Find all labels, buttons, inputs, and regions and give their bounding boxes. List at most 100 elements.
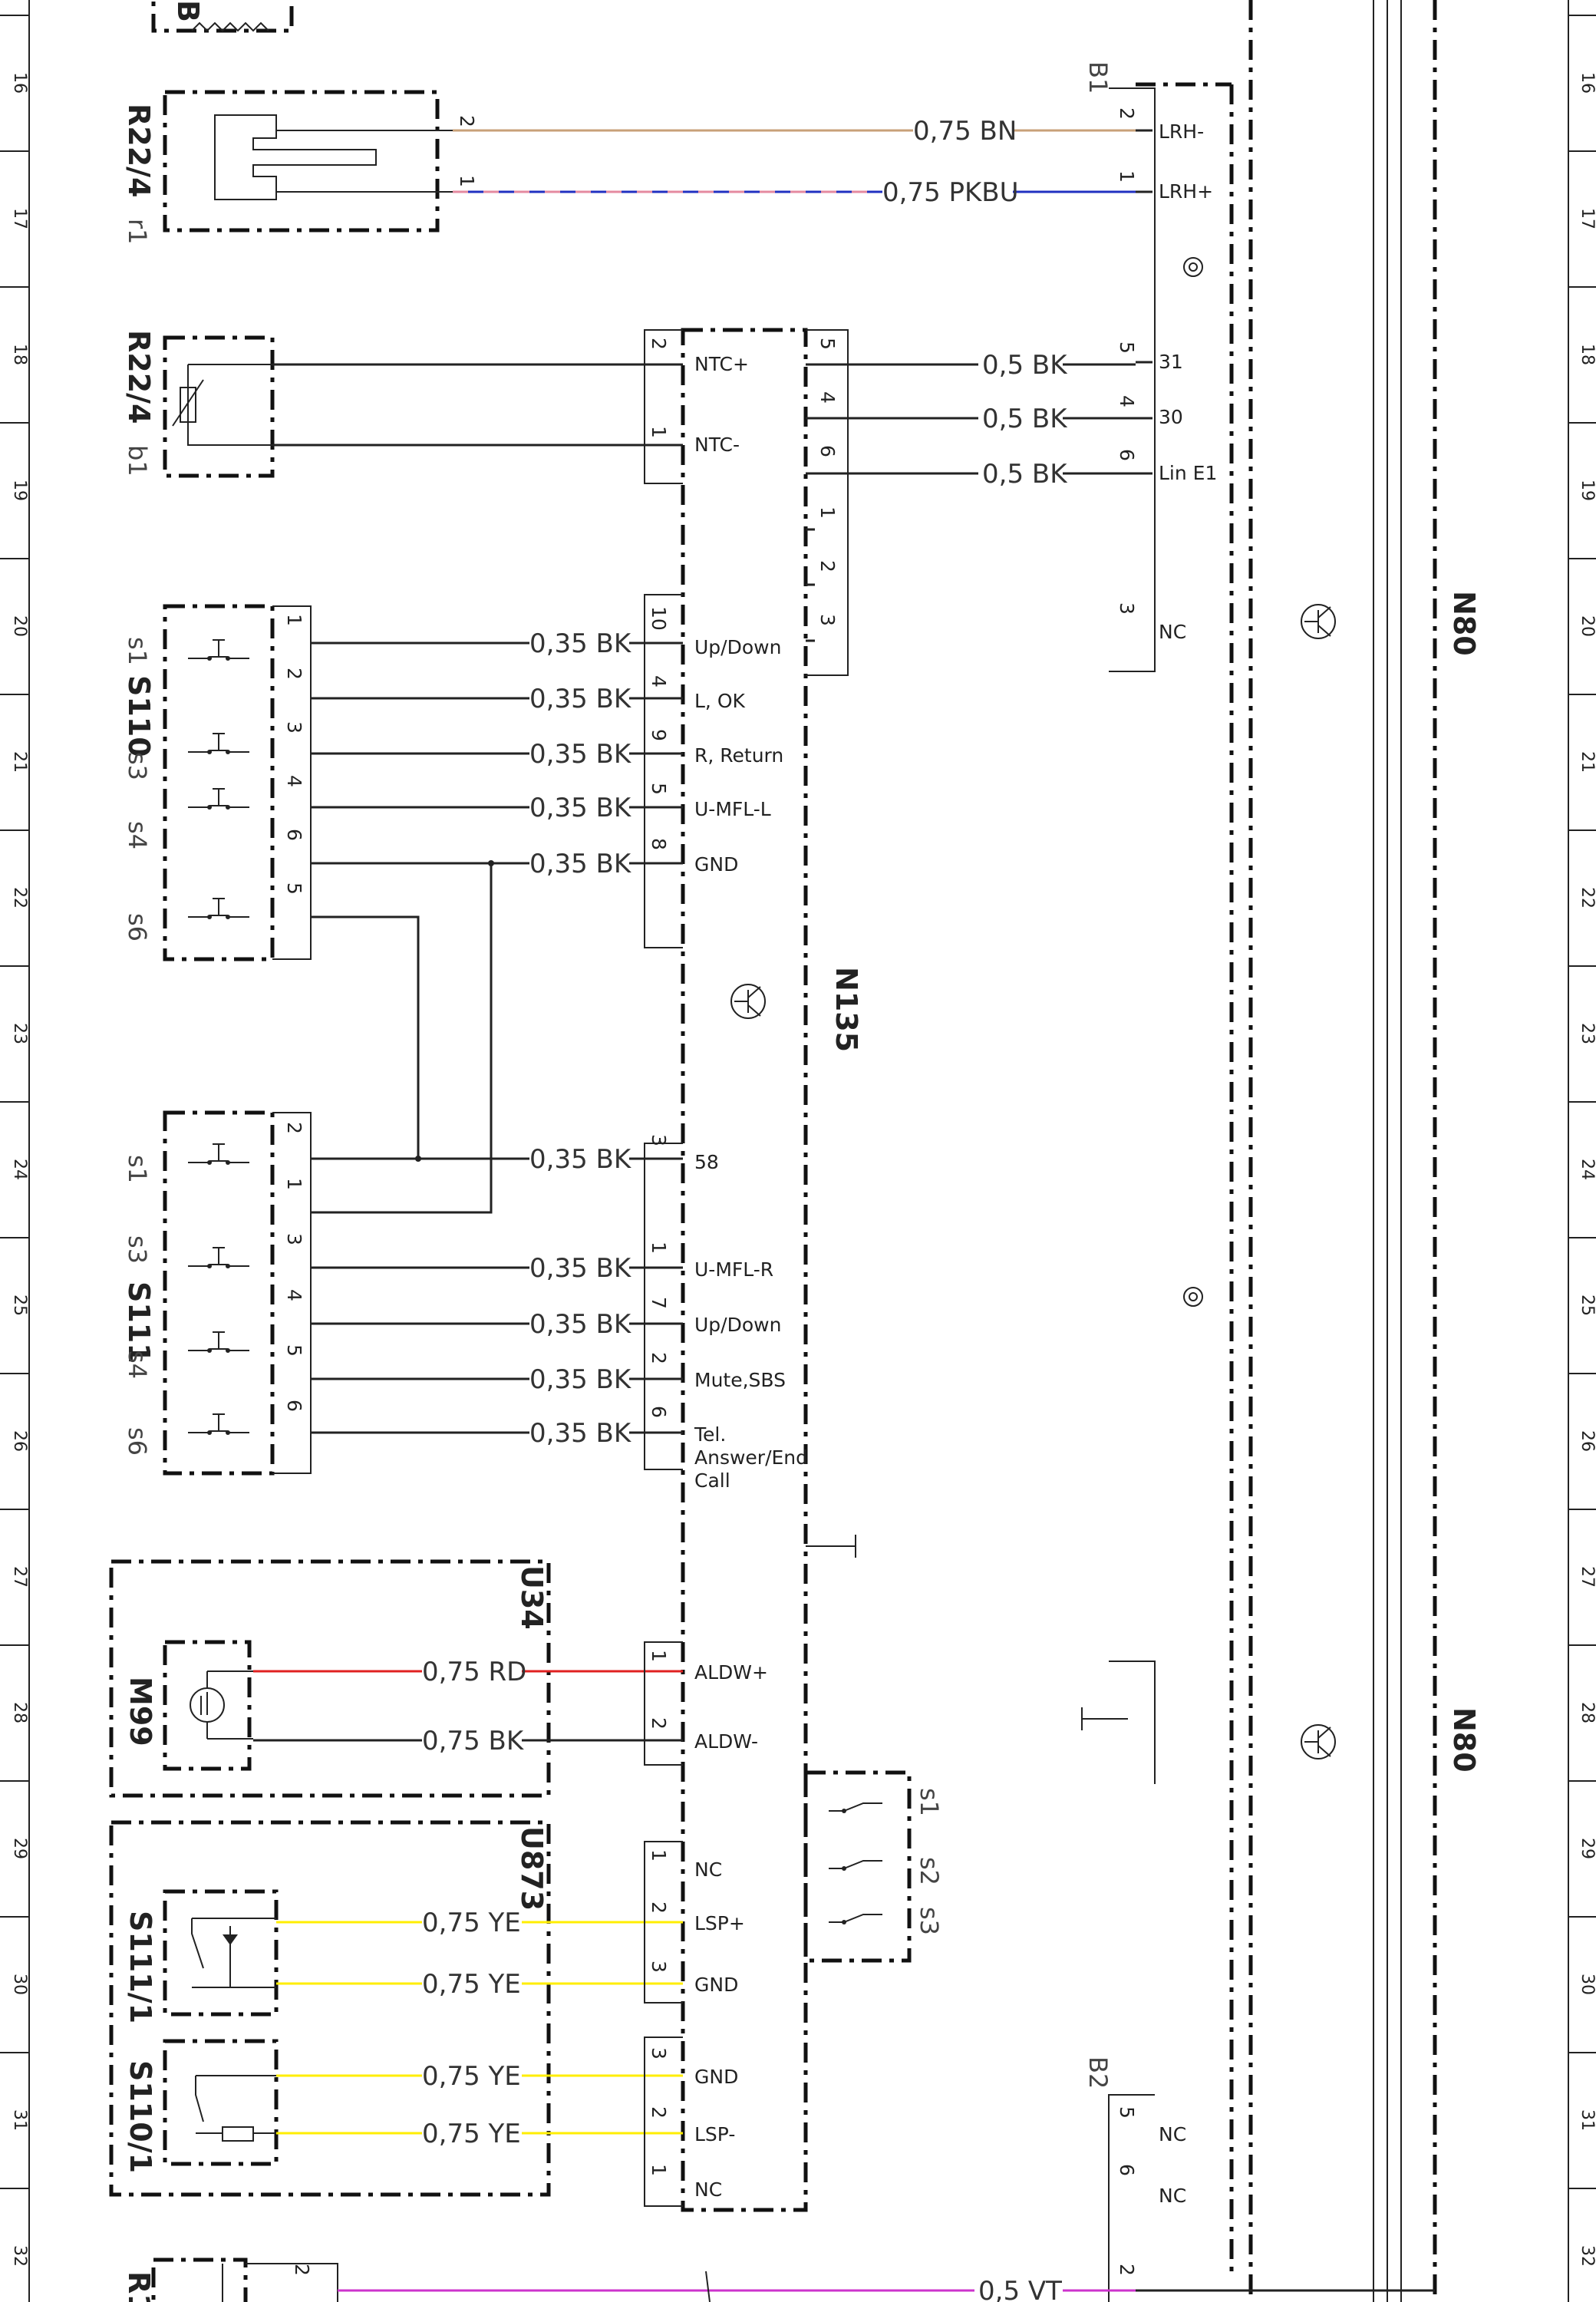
svg-text:ALDW-: ALDW- — [694, 1730, 758, 1753]
svg-text:0,75 YE: 0,75 YE — [422, 1969, 521, 2000]
grid-row-number: 22 — [10, 887, 29, 909]
svg-text:s3: s3 — [123, 752, 152, 780]
svg-text:5: 5 — [283, 1344, 305, 1357]
switch-s110: S110 s1 s3 s4 s6 1 2 3 4 6 5 — [122, 604, 312, 961]
svg-text:1: 1 — [648, 1849, 670, 1862]
grid-row-number: 26 — [10, 1430, 29, 1452]
svg-text:2: 2 — [816, 560, 839, 572]
svg-text:S110/1: S110/1 — [124, 2060, 157, 2173]
component-r22-4-b1: R22/4 b1 — [122, 330, 652, 478]
grid-row-number: 31 — [10, 2109, 29, 2131]
svg-text:0,35 BK: 0,35 BK — [529, 1309, 632, 1340]
svg-text:0,5 BK: 0,5 BK — [982, 404, 1068, 434]
svg-text:2: 2 — [456, 115, 478, 127]
svg-text:0,35 BK: 0,35 BK — [529, 1364, 632, 1395]
svg-text:5: 5 — [1116, 341, 1138, 354]
svg-text:4: 4 — [283, 1289, 305, 1301]
module-n135: N135 2 1 NTC+ NTC- 5 4 6 1 2 3 — [644, 328, 863, 2212]
pushbutton-icon — [188, 1143, 249, 1163]
svg-text:s3: s3 — [123, 1235, 152, 1264]
component-r22-4-r1: R22/4 r1 2 1 — [122, 90, 478, 245]
svg-text:R22/4: R22/4 — [122, 330, 156, 424]
svg-text:0,75 RD: 0,75 RD — [422, 1657, 526, 1687]
svg-text:2: 2 — [291, 2264, 313, 2276]
svg-text:s1: s1 — [915, 1788, 944, 1816]
grid-row-number: 16 — [1578, 72, 1596, 94]
grid-row-number: 27 — [1578, 1566, 1596, 1588]
svg-text:3: 3 — [283, 721, 305, 734]
r22-4-r1-id: R22/4 — [122, 104, 156, 197]
u873-connectors: 1 2 3 NC LSP+ GND 3 2 1 GND LSP- NC — [644, 1841, 745, 2207]
svg-text:6: 6 — [816, 445, 839, 457]
svg-text:6: 6 — [1116, 449, 1138, 461]
svg-text:NTC+: NTC+ — [694, 353, 749, 375]
svg-text:s1: s1 — [123, 637, 152, 665]
wire-bn: 0,75 BN — [453, 116, 1136, 147]
svg-text:LRH+: LRH+ — [1159, 180, 1213, 203]
svg-text:3: 3 — [816, 614, 839, 626]
svg-text:1: 1 — [648, 426, 670, 438]
wire-label: 0,75 BN — [913, 116, 1017, 147]
svg-text:0,75 BK: 0,75 BK — [422, 1726, 525, 1756]
svg-text:U873: U873 — [515, 1826, 549, 1911]
svg-text:0,75 YE: 0,75 YE — [422, 2061, 521, 2092]
grid-row-number: 30 — [10, 1974, 29, 1995]
pushbutton-icon — [188, 1331, 249, 1351]
wires-u873: 0,75 YE 0,75 YE 0,75 YE 0,75 YE — [276, 1908, 683, 2149]
svg-text:6: 6 — [1116, 2164, 1138, 2176]
component-u873: U873 S111/1 S110/1 — [109, 1820, 551, 2197]
svg-text:L, OK: L, OK — [694, 690, 745, 712]
svg-text:2: 2 — [648, 2106, 670, 2119]
svg-text:s6: s6 — [123, 913, 152, 942]
svg-text:GND: GND — [694, 2066, 738, 2088]
svg-text:s4: s4 — [123, 821, 152, 849]
svg-text:NC: NC — [1159, 2185, 1186, 2207]
svg-text:0,35 BK: 0,35 BK — [529, 739, 632, 770]
svg-text:R, Return: R, Return — [694, 744, 783, 767]
svg-text:3: 3 — [283, 1233, 305, 1245]
svg-text:U34: U34 — [515, 1565, 549, 1630]
grid-row-number: 28 — [1578, 1702, 1596, 1723]
svg-text:2: 2 — [283, 1122, 305, 1134]
svg-text:s4: s4 — [123, 1351, 152, 1379]
switch-s111: S111 s1 s3 s4 s6 2 1 3 4 5 6 — [122, 1110, 312, 1476]
svg-text:0,5 VT: 0,5 VT — [978, 2276, 1062, 2302]
grid-row-number: 32 — [10, 2245, 29, 2267]
grid-row-number: 20 — [10, 615, 29, 637]
switch-group-n135: s1 s2 s3 — [803, 1770, 944, 1963]
pushbutton-icon — [188, 898, 249, 918]
svg-text:9: 9 — [648, 729, 670, 741]
grid-row-number: 22 — [1578, 887, 1596, 909]
svg-text:Up/Down: Up/Down — [694, 1314, 781, 1336]
grid-row-number: 17 — [1578, 208, 1596, 229]
grid-row-number: 20 — [1578, 615, 1596, 637]
svg-text:U-MFL-L: U-MFL-L — [694, 798, 771, 820]
grid-row-number: 24 — [10, 1159, 29, 1180]
grid-row-number: 25 — [10, 1294, 29, 1316]
svg-text:Answer/End: Answer/End — [694, 1446, 808, 1469]
grid-row-number: 16 — [10, 72, 29, 94]
svg-text:3: 3 — [648, 2047, 670, 2060]
transistor-icon — [730, 984, 766, 1019]
n80-label-1: N80 — [1447, 591, 1481, 656]
svg-text:1: 1 — [283, 1178, 305, 1190]
n135-left-connector: 10 4 9 5 8 3 1 7 2 6 Up/Down L, OK R, Re… — [644, 594, 808, 1492]
svg-text:0,35 BK: 0,35 BK — [529, 1253, 632, 1284]
svg-text:0,35 BK: 0,35 BK — [529, 628, 632, 659]
connector-b2: B2 5 6 2 NC NC — [1081, 1661, 1186, 2302]
svg-text:4: 4 — [816, 391, 839, 404]
svg-text:B2: B2 — [1083, 2056, 1113, 2089]
svg-text:6: 6 — [648, 1406, 670, 1418]
bottom-wire: R1 2 0,5 VT — [122, 2257, 1435, 2302]
grid-row-number: 30 — [1578, 1974, 1596, 1995]
svg-text:LRH-: LRH- — [1159, 120, 1204, 143]
svg-text:s3: s3 — [915, 1907, 944, 1935]
svg-text:NC: NC — [1159, 621, 1186, 643]
connector-b1: B1 2 1 5 4 6 3 LRH- LRH+ 31 30 Lin E1 NC — [1083, 61, 1234, 2279]
pushbutton-icon — [188, 1247, 249, 1267]
svg-text:1: 1 — [456, 175, 478, 187]
aldw-connector: 1 2 ALDW+ ALDW- — [644, 1641, 768, 1766]
wire-pkbu: 0,75 PKBU — [453, 177, 1136, 208]
svg-text:LSP-: LSP- — [694, 2123, 735, 2145]
grid-row-number: 23 — [10, 1023, 29, 1044]
